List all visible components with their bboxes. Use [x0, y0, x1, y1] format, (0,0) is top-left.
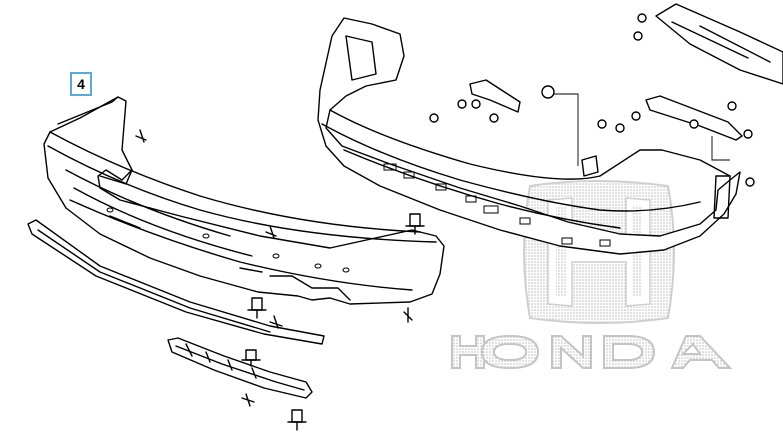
- assembled-rear-bumper: [317, 17, 741, 255]
- clip-fastener: [287, 409, 307, 431]
- callout-number: 4: [77, 76, 85, 92]
- screw-fastener: [265, 225, 277, 239]
- sensor-holes: [106, 207, 350, 273]
- screw-fastener: [269, 315, 283, 329]
- screw-fastener: [403, 307, 413, 323]
- fasteners-right: [429, 13, 755, 187]
- clip-fastener: [241, 349, 261, 367]
- screw-fastener: [135, 129, 147, 143]
- fasteners-left: [135, 129, 425, 431]
- lower-molding-strip: [27, 219, 325, 345]
- clip-fastener: [247, 297, 267, 319]
- rear-bumper-cover: [43, 96, 445, 305]
- screw-fastener: [241, 393, 255, 407]
- bumper-brackets: [469, 3, 783, 141]
- leader-lines: [554, 93, 730, 166]
- bumper-slots: [383, 163, 611, 247]
- lower-garnish: [167, 337, 313, 399]
- clip-fastener: [405, 213, 425, 235]
- part-callout-4: 4: [70, 72, 92, 96]
- honda-wordmark-watermark: [451, 334, 733, 370]
- honda-h-emblem: [523, 180, 675, 324]
